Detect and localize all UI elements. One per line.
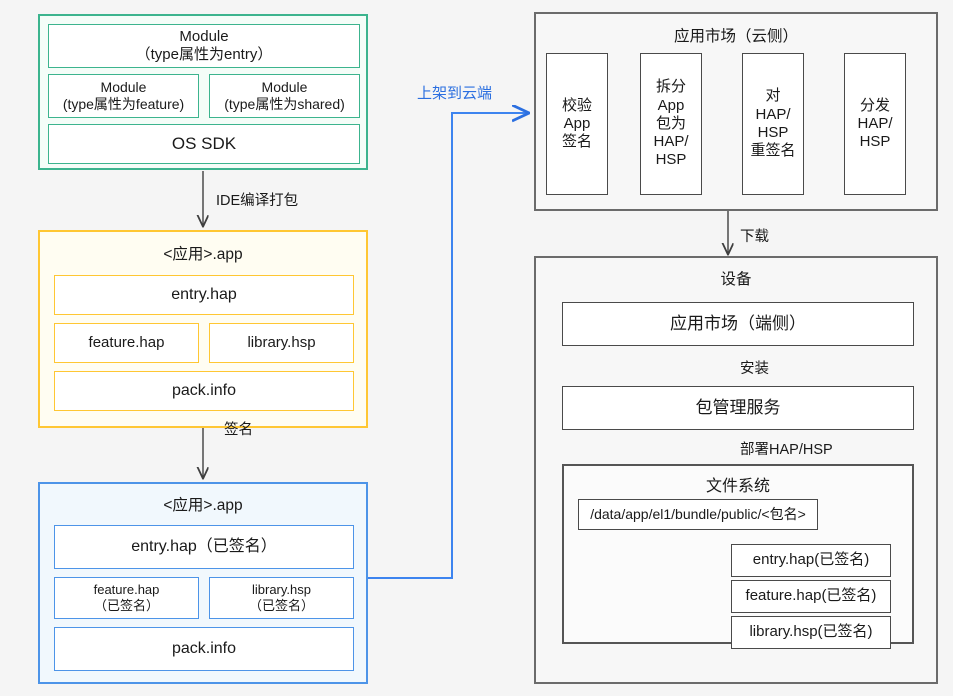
signed-entry-hap[interactable]: entry.hap（已签名） (54, 525, 354, 569)
signed-library-hsp[interactable]: library.hsp （已签名） (209, 577, 354, 619)
app-group-title: <应用>.app (163, 246, 243, 263)
app-feature-hap[interactable]: feature.hap (54, 323, 199, 363)
cloud-step-verify[interactable]: 校验 App 签名 (546, 53, 608, 195)
label-install: 安装 (740, 361, 769, 377)
signed-pack-info[interactable]: pack.info (54, 627, 354, 671)
module-feature-box[interactable]: Module (type属性为feature) (48, 74, 199, 118)
label-upload-to-cloud: 上架到云端 (417, 85, 493, 102)
os-sdk-box[interactable]: OS SDK (48, 124, 360, 164)
label-download: 下载 (740, 229, 769, 245)
package-manager-box[interactable]: 包管理服务 (562, 386, 914, 430)
module-entry-box[interactable]: Module （type属性为entry） (48, 24, 360, 68)
filesystem-file-library[interactable]: library.hsp(已签名) (731, 616, 891, 649)
filesystem-title: 文件系统 (705, 478, 770, 495)
app-entry-hap[interactable]: entry.hap (54, 275, 354, 315)
filesystem-file-feature[interactable]: feature.hap(已签名) (731, 580, 891, 613)
label-deploy: 部署HAP/HSP (740, 442, 833, 458)
filesystem-path-box[interactable]: /data/app/el1/bundle/public/<包名> (578, 499, 818, 530)
arrow-upload-to-cloud (368, 113, 528, 579)
app-market-client-box[interactable]: 应用市场（端侧） (562, 302, 914, 346)
signed-app-group-title: <应用>.app (163, 497, 243, 514)
app-group: <应用>.app entry.hap feature.hap library.h… (38, 230, 368, 428)
label-ide-build: IDE编译打包 (216, 193, 299, 209)
cloud-group-title: 应用市场（云侧） (673, 28, 798, 45)
label-sign: 签名 (224, 422, 253, 438)
filesystem-group: 文件系统 /data/app/el1/bundle/public/<包名> en… (562, 464, 914, 649)
signed-feature-hap[interactable]: feature.hap （已签名） (54, 577, 199, 619)
module-shared-box[interactable]: Module (type属性为shared) (209, 74, 360, 118)
cloud-step-distribute[interactable]: 分发 HAP/ HSP (844, 53, 906, 195)
app-pack-info[interactable]: pack.info (54, 371, 354, 411)
device-group: 设备 应用市场（端侧） 包管理服务 文件系统 /data/app/el1/bun… (534, 256, 938, 684)
cloud-group: 应用市场（云侧） 校验 App 签名 拆分 App 包为 HAP/ HSP 对 … (534, 12, 938, 211)
module-group: Module （type属性为entry） Module (type属性为fea… (38, 14, 368, 170)
signed-app-group: <应用>.app entry.hap（已签名） feature.hap （已签名… (38, 482, 368, 684)
cloud-step-split[interactable]: 拆分 App 包为 HAP/ HSP (640, 53, 702, 195)
cloud-step-resign[interactable]: 对 HAP/ HSP 重签名 (742, 53, 804, 195)
app-library-hsp[interactable]: library.hsp (209, 323, 354, 363)
filesystem-file-entry[interactable]: entry.hap(已签名) (731, 544, 891, 577)
device-group-title: 设备 (720, 271, 752, 288)
